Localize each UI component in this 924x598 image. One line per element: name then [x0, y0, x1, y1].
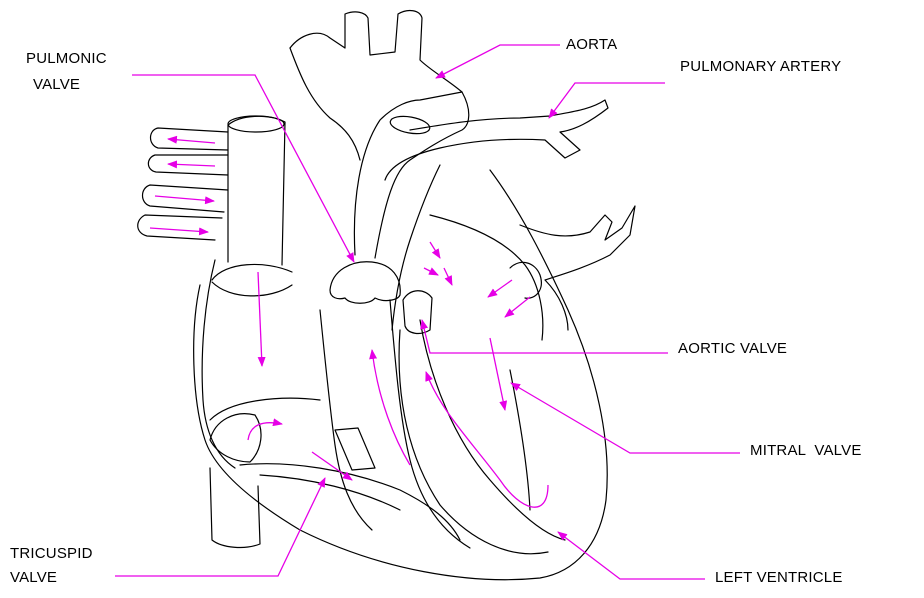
heart-outline [138, 11, 635, 580]
label-pulmonary-artery: PULMONARY ARTERY [680, 58, 841, 76]
left-pulmonary-veins [520, 206, 635, 330]
right-atrium-upper-2 [212, 282, 292, 296]
flow-arrow [488, 280, 512, 297]
flow-arrow [430, 242, 440, 258]
label-pulmonic-valve-line2: VALVE [33, 76, 80, 94]
tricuspid-leaflet [210, 414, 261, 462]
label-aorta: AORTA [566, 36, 617, 54]
flow-arrow [426, 372, 548, 507]
leader-mitral-valve [511, 383, 740, 453]
mitral-leaflet [510, 262, 541, 298]
left-atrium-wall [430, 215, 543, 340]
label-pulmonic-valve-line1: PULMONIC [26, 50, 107, 68]
rv-bottom-curve-2 [260, 475, 400, 510]
mitral-chordae [510, 370, 530, 510]
right-atrium-upper [212, 264, 292, 280]
leader-left-ventricle [558, 532, 705, 579]
aortic-valve-shape [403, 291, 432, 334]
vena-cava-top [228, 116, 284, 132]
flow-arrow [168, 139, 215, 143]
label-tricuspid-valve-line2: VALVE [10, 569, 57, 587]
inferior-vena-cava [210, 468, 260, 547]
rv-bottom-curve [240, 464, 460, 540]
flow-arrow [505, 297, 530, 317]
label-aortic-valve: AORTIC VALVE [678, 340, 787, 358]
label-tricuspid-valve-line1: TRICUSPID [10, 545, 93, 563]
leader-aortic-valve [422, 320, 668, 353]
flow-arrow [155, 196, 214, 201]
heart-outer-wall [194, 170, 608, 580]
flow-arrow [490, 338, 505, 410]
pulmonary-vein-1 [151, 128, 229, 150]
right-atrium-wall [202, 260, 235, 468]
flow-arrow [444, 268, 452, 285]
superior-vena-cava [228, 116, 285, 265]
pulmonary-artery [385, 100, 608, 180]
pulmonic-valve-shape [330, 262, 400, 304]
tricuspid-papillary [335, 428, 375, 470]
septum-2 [390, 300, 470, 548]
label-leader-lines [115, 45, 740, 579]
interventricular-septum [320, 310, 372, 530]
flow-arrow [150, 228, 208, 232]
flow-arrow [248, 423, 282, 440]
pulmonary-artery-end [389, 114, 431, 137]
flow-arrow [168, 164, 215, 166]
flow-arrow [424, 268, 438, 275]
label-left-ventricle: LEFT VENTRICLE [715, 569, 843, 587]
label-mitral-valve: MITRAL VALVE [750, 442, 862, 460]
flow-arrow [258, 272, 262, 366]
leader-tricuspid-valve [115, 478, 325, 576]
aorta-top [290, 11, 462, 92]
lv-inner-curve [399, 330, 548, 554]
leader-pulmonic-valve [132, 75, 354, 262]
aorta-left [290, 48, 360, 160]
leader-aorta [436, 45, 560, 78]
flow-arrow [372, 350, 410, 465]
right-ventricle-inner [210, 398, 320, 420]
